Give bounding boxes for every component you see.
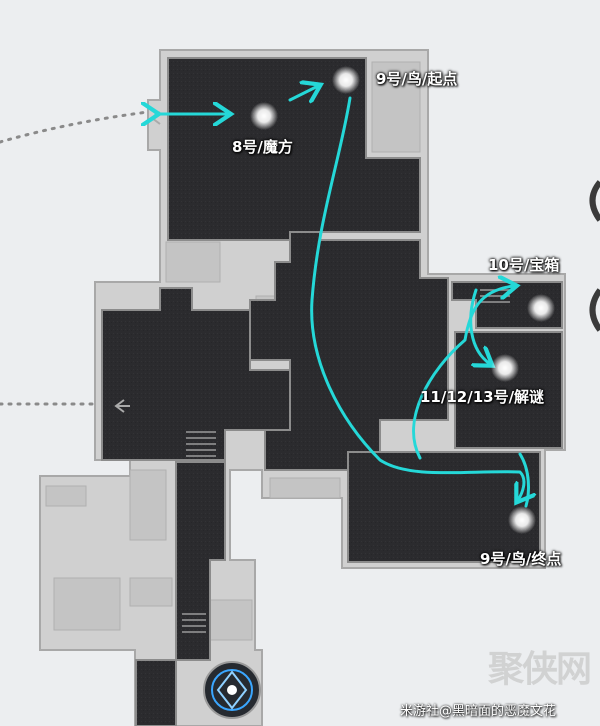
credit-watermark: 米游社@黑暗面的恶魔文花 xyxy=(400,704,557,719)
marker-9-end-label: 9号/鸟/终点 xyxy=(480,550,562,568)
route-arrow-to-9 xyxy=(288,86,318,100)
marker-10-label: 10号/宝箱 xyxy=(488,256,560,274)
room-left xyxy=(101,287,291,461)
route-lines xyxy=(156,86,530,508)
marker-9-start-label: 9号/鸟/起点 xyxy=(376,70,458,88)
marker-10 xyxy=(527,294,555,322)
route-into-end xyxy=(518,452,530,508)
edge-shape-1 xyxy=(589,180,600,222)
left-arrow-icon xyxy=(114,399,130,413)
site-logo: 聚侠网 xyxy=(487,648,592,690)
marker-11-13 xyxy=(491,354,519,382)
route-to-10 xyxy=(412,286,514,460)
marker-glows xyxy=(250,66,555,534)
marker-11-13-label: 11/12/13号/解谜 xyxy=(420,388,545,406)
marker-9-end xyxy=(508,506,536,534)
marker-8-label: 8号/魔方 xyxy=(232,138,293,156)
route-main xyxy=(310,96,524,500)
dotted-path-top xyxy=(0,110,150,144)
marker-9-start xyxy=(332,66,360,94)
teleport-anchor-icon[interactable] xyxy=(203,661,261,719)
room-center-corridor xyxy=(249,231,449,471)
route-to-11 xyxy=(469,288,490,364)
marker-8 xyxy=(250,102,278,130)
edge-shape-2 xyxy=(589,288,600,332)
room-lower-corridor xyxy=(135,461,226,726)
room-bottom-right xyxy=(347,451,541,563)
